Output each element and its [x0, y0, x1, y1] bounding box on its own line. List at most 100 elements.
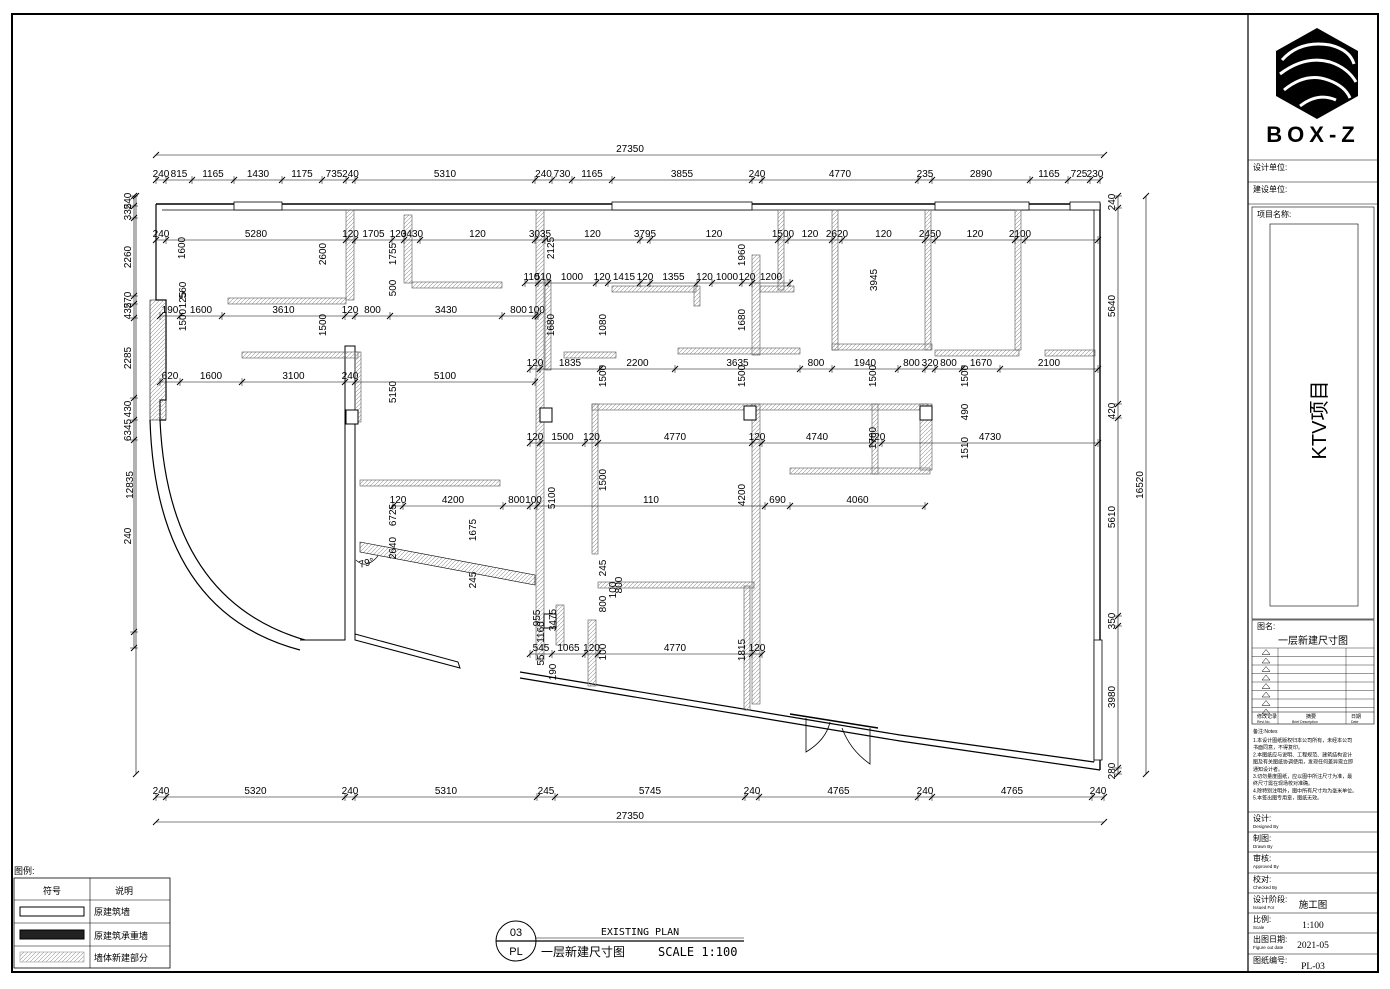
overall-width-bottom-label: 27350: [616, 811, 644, 822]
interior-dim-row4: [156, 378, 539, 386]
vertical-dim-label: 190: [548, 663, 559, 680]
interior-dim-row5-label: 1940: [854, 358, 877, 369]
top-dimension-chain-label: 240: [342, 169, 359, 180]
top-dimension-chain-label: 240: [535, 169, 552, 180]
interior-dim-row6-label: 4740: [806, 432, 829, 443]
interior-dim-row2-label: 1200: [760, 272, 783, 283]
interior-dim-row3-label: 3610: [272, 305, 295, 316]
legend-symbol-bearing-wall: [19, 929, 85, 940]
right-dimension-chain-label: 5640: [1107, 294, 1118, 317]
notes-list: 1.本设计图纸版权归本公司所有，未经本公司书面同意，不得复印。2.本图纸应与说明…: [1253, 737, 1357, 802]
top-dimension-chain-label: 815: [171, 169, 188, 180]
interior-dim-row8-label: 120: [749, 643, 766, 654]
vertical-dim-label: 800: [598, 595, 609, 612]
vertical-dim-label: 1680: [737, 308, 748, 331]
revision-table: [1252, 647, 1374, 724]
vertical-dim-label: 955: [532, 609, 543, 626]
vertical-dim-label: 1500: [960, 364, 971, 387]
new-wall-segment: [1044, 349, 1096, 357]
revision-triangle-icon: [1261, 683, 1271, 689]
interior-dim-row2-label: 120: [637, 272, 654, 283]
interior-dim-row6-label: 4770: [664, 432, 687, 443]
left-dimension-chain-label: 270: [123, 291, 134, 308]
revision-header-desc-en: Brief Description: [1292, 720, 1318, 724]
new-wall-segment: [591, 403, 599, 555]
interior-dim-row6-label: 120: [749, 432, 766, 443]
project-name-label: 项目名称:: [1257, 209, 1291, 219]
column: [919, 405, 933, 421]
top-dimension-chain-label: 1430: [247, 169, 270, 180]
plan-code: PL: [509, 946, 522, 958]
title-row-label: 校对:: [1253, 874, 1271, 884]
title-block: BOX-Z 设计单位: 建设单位: 项目名称: KTV项目 图名: 一层新建尺寸…: [1248, 28, 1378, 972]
interior-dim-row7-label: 690: [769, 495, 786, 506]
title-row-label: 审核:: [1253, 853, 1271, 863]
new-wall-segment: [693, 285, 701, 307]
vertical-dim-label: 1080: [598, 313, 609, 336]
drawing-name-label: 图名:: [1257, 621, 1275, 631]
top-dimension-chain: [152, 176, 1104, 184]
top-dimension-chain-label: 4770: [829, 169, 852, 180]
interior-dim-row3-label: 800: [364, 305, 381, 316]
interior-dim-row5-label: 3635: [726, 358, 749, 369]
top-dimension-chain-label: 1165: [1038, 169, 1060, 180]
revision-triangle-icon: [1261, 708, 1271, 715]
title-row-label: 制图:: [1253, 833, 1271, 843]
interior-dim-row1-label: 5280: [245, 229, 268, 240]
vertical-dim-label: 245: [468, 571, 479, 588]
interior-dim-row6-label: 120: [869, 432, 886, 443]
plan-title: 03 PL EXISTING PLAN 一层新建尺寸图 SCALE 1:100: [495, 920, 744, 962]
interior-dim-row6-label: 120: [583, 432, 600, 443]
title-row-label: 图纸编号:: [1253, 955, 1287, 965]
left-dimension-chain: [130, 192, 138, 652]
new-wall-segment: [611, 285, 697, 293]
dimension-lines: [130, 151, 1150, 826]
overall-width-top-label: 27350: [616, 144, 644, 155]
interior-dim-row2-label: 1000: [716, 272, 739, 283]
interior-dim-row3-label: 3430: [435, 305, 458, 316]
bottom-dimension-chain-label: 240: [342, 786, 359, 797]
vertical-dim-label: 1815: [737, 638, 748, 661]
project-name: KTV项目: [1309, 381, 1331, 460]
bottom-dimension-chain-label: 5310: [435, 786, 458, 797]
interior-dim-row4-label: 3100: [282, 371, 305, 382]
new-wall-segment: [789, 467, 931, 475]
vertical-dim-label: 1160: [536, 621, 547, 643]
note-line: 图及有关图纸协调使用，发现任何差异需立即: [1253, 759, 1353, 766]
top-dimension-chain-label: 2890: [970, 169, 993, 180]
vertical-dim-label: 5100: [547, 486, 558, 509]
interior-dim-row1-label: 120: [390, 229, 407, 240]
vertical-dim-label: 1500: [598, 364, 609, 387]
note-line: 终尺寸需在现场校对准确。: [1253, 780, 1313, 787]
title-row-value: 施工图: [1299, 899, 1328, 911]
interior-dim-row1-label: 3430: [401, 229, 424, 240]
interior-dim-row5-label: 1670: [970, 358, 993, 369]
bottom-dimension-chain-label: 240: [1090, 786, 1107, 797]
interior-dim-row7-label: 100: [525, 495, 542, 506]
interior-dim-row5-label: 2100: [1038, 358, 1061, 369]
vertical-dim-label: 55: [536, 654, 547, 666]
vertical-dim-label: 490: [960, 403, 971, 420]
note-line: 书面同意，不得复印。: [1253, 744, 1303, 751]
new-wall-segment: [535, 209, 545, 661]
interior-dim-row8-label: 1065: [557, 643, 580, 654]
vertical-dim-label: 800: [614, 576, 625, 593]
new-wall-segment: [345, 209, 355, 301]
bottom-dimension-chain-label: 5745: [639, 786, 662, 797]
interior-dim-row7-label: 800: [508, 495, 525, 506]
title-row-label-en: Drawn By: [1253, 844, 1273, 849]
vertical-dim-label: 1755: [388, 242, 399, 265]
interior-dim-row4-label: 1600: [200, 371, 223, 382]
interior-dim-row1-label: 2450: [919, 229, 942, 240]
interior-dim-row3-label: 800: [510, 305, 527, 316]
legend-col-desc: 说明: [115, 885, 133, 896]
legend: 图例: 符号 说明 原建筑墙 原建筑承重墙 墙体新建部分: [13, 865, 171, 969]
left-dimension-chain-label: 2260: [123, 245, 134, 268]
build-unit-label: 建设单位:: [1253, 184, 1287, 194]
vertical-dim-label: 1500: [737, 364, 748, 387]
interior-dim-row6-label: 1500: [551, 432, 574, 443]
